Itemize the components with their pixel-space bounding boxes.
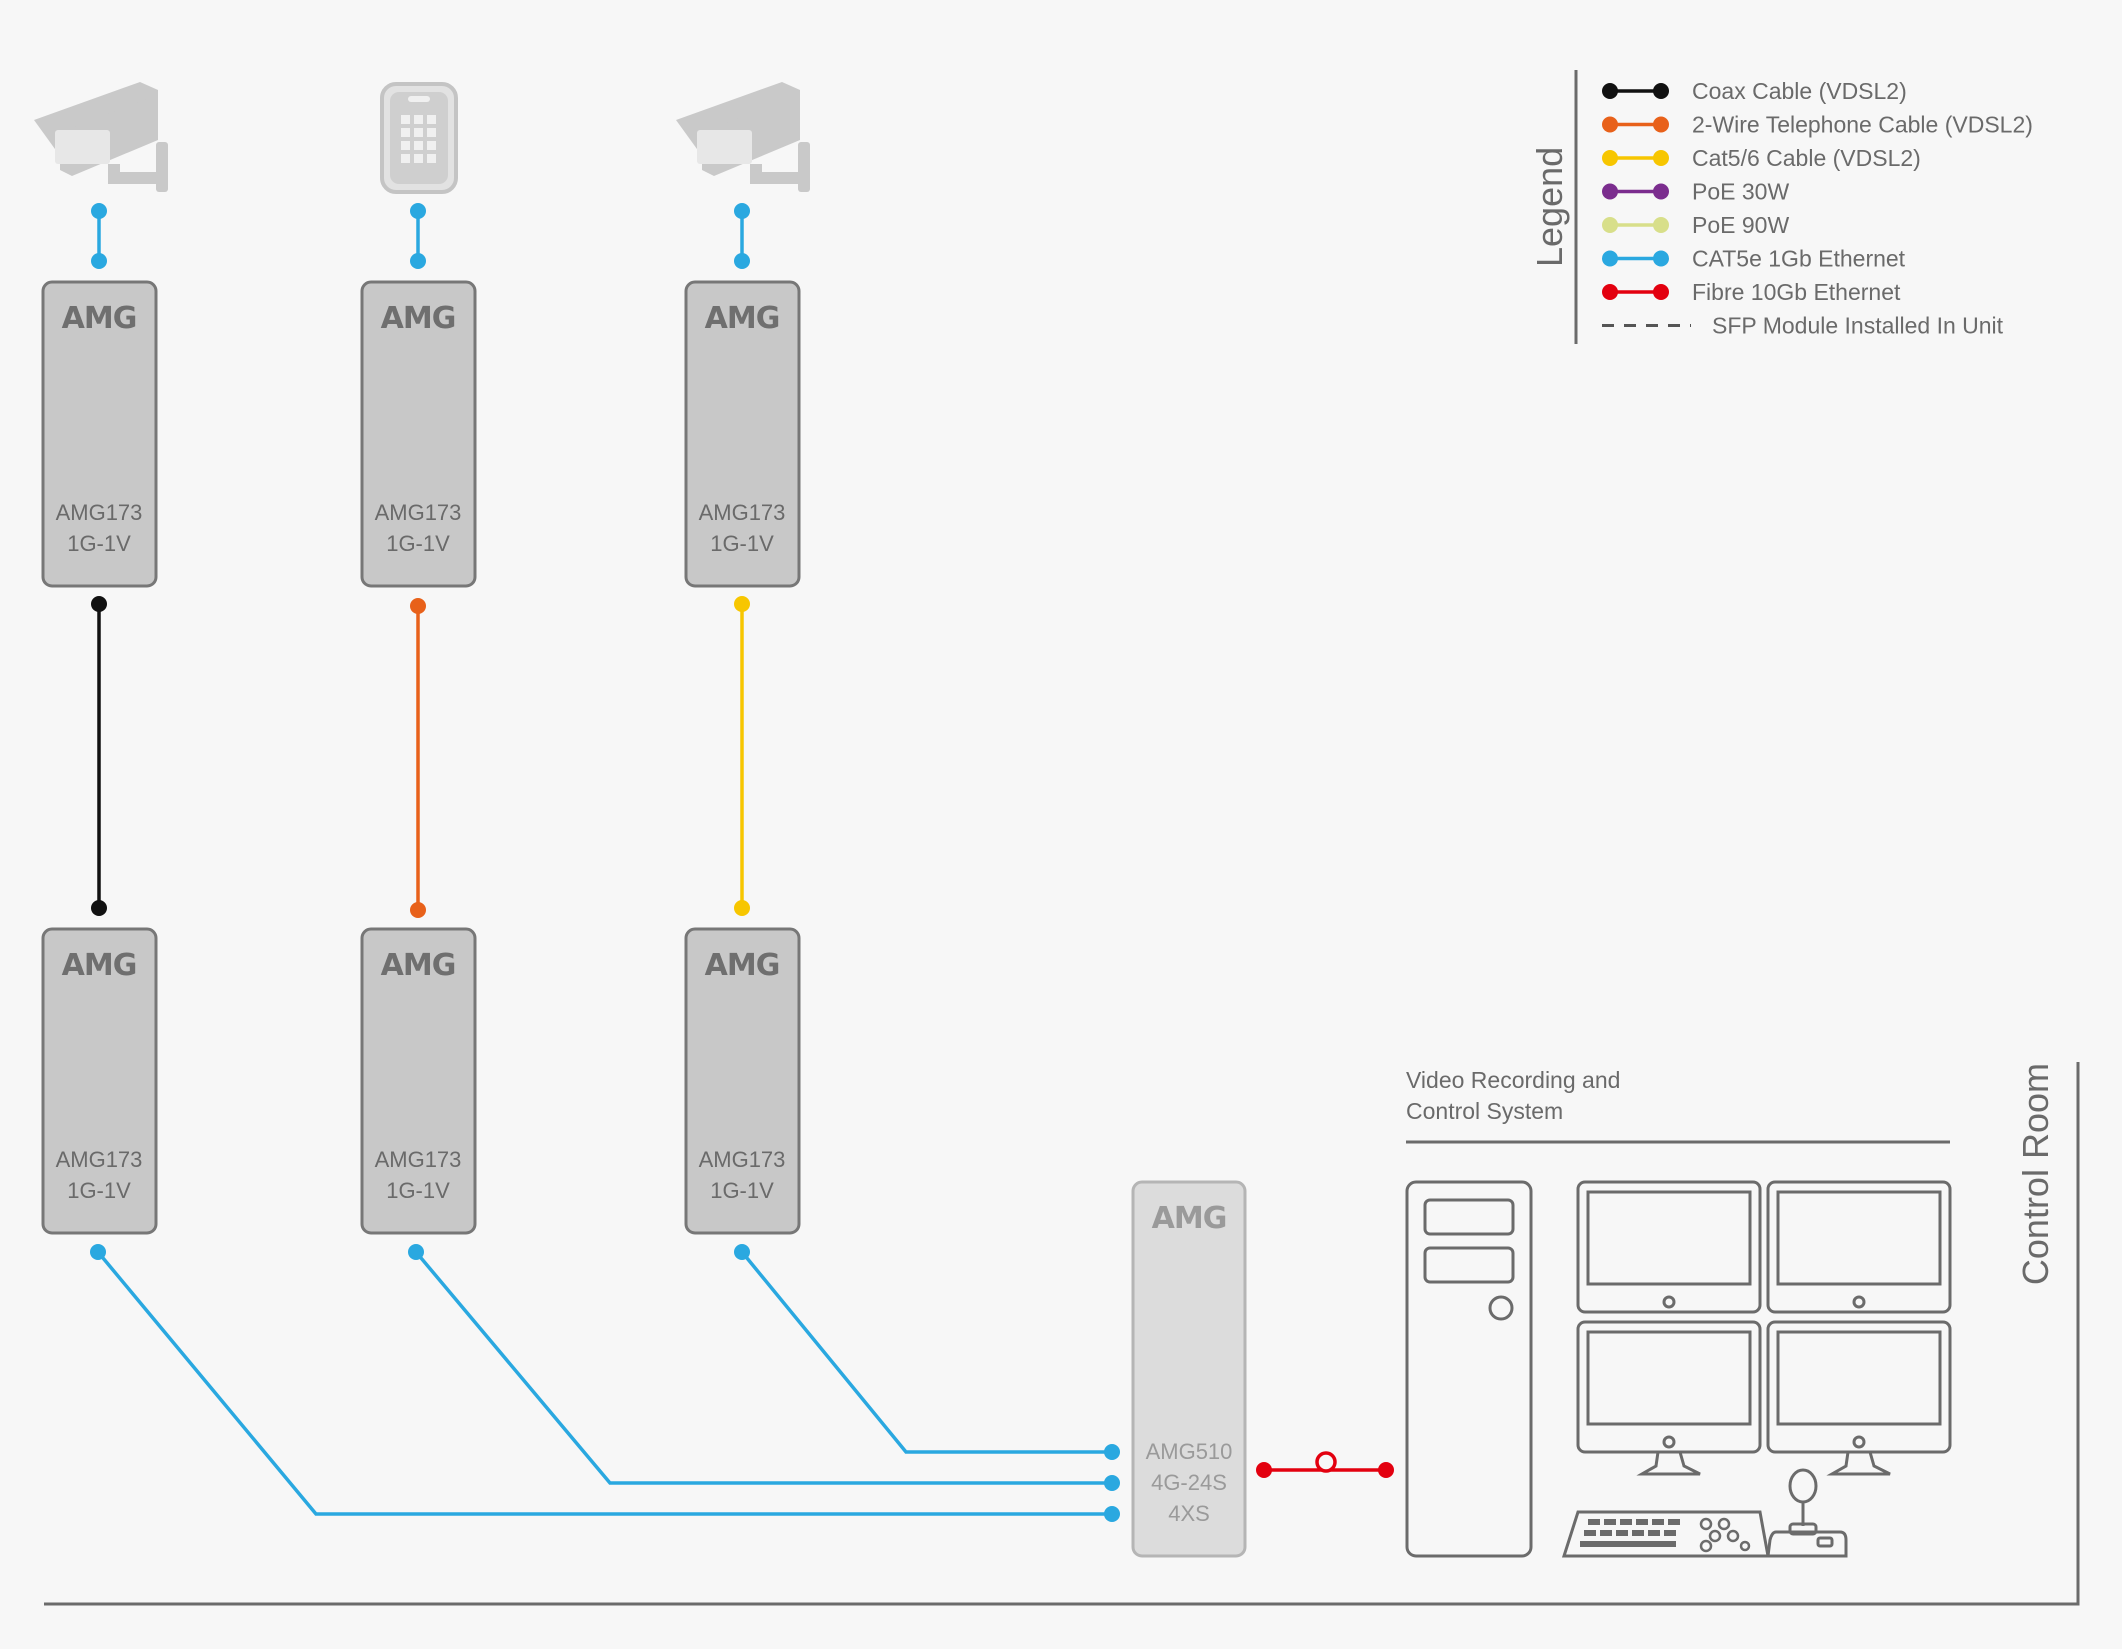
unit-variant: 1G-1V <box>67 531 131 556</box>
legend-title: Legend <box>1529 147 1570 267</box>
legend-swatch-dot <box>1602 250 1618 267</box>
switch-logo: AMG <box>1152 1201 1227 1236</box>
keyboard-icon <box>1561 1510 1770 1558</box>
unit-logo: AMG <box>705 301 780 336</box>
legend-item-label: Coax Cable (VDSL2) <box>1692 78 1907 104</box>
legend-swatch-dot <box>1653 284 1669 300</box>
switch-unit: AMG AMG510 4G-24S 4XS <box>1131 1180 1247 1558</box>
unit-model: AMG173 <box>56 1147 143 1172</box>
legend-swatch-dot <box>1602 217 1618 233</box>
unit-logo: AMG <box>381 948 456 983</box>
legend-item-label: PoE 30W <box>1692 179 1789 205</box>
legend-item: Fibre 10Gb Ethernet <box>1602 279 1901 305</box>
legend-item: CAT5e 1Gb Ethernet <box>1602 246 1906 272</box>
ethernet-link-3 <box>740 1250 1112 1454</box>
legend-item: Cat5/6 Cable (VDSL2) <box>1602 145 1921 171</box>
pc-tower-icon <box>1405 1180 1533 1558</box>
joystick-icon <box>1766 1468 1848 1558</box>
legend-item-label: CAT5e 1Gb Ethernet <box>1692 246 1906 272</box>
unit-model: AMG173 <box>375 1147 462 1172</box>
legend-item-label: SFP Module Installed In Unit <box>1712 313 2004 339</box>
legend-item-label: Fibre 10Gb Ethernet <box>1692 279 1901 305</box>
legend-item: Coax Cable (VDSL2) <box>1602 78 1907 104</box>
switch-variant: 4G-24S <box>1151 1470 1227 1495</box>
column-3: AMG AMG173 1G-1V AMG AMG173 1G-1V <box>676 82 810 1235</box>
legend-swatch-dot <box>1602 284 1618 300</box>
unit-variant: 1G-1V <box>710 531 774 556</box>
extender-top-2: AMG AMG173 1G-1V <box>360 280 477 588</box>
unit-model: AMG173 <box>56 500 143 525</box>
column-1: AMG AMG173 1G-1V AMG AMG173 1G-1V <box>34 82 168 1235</box>
legend-swatch-dot <box>1602 116 1618 133</box>
unit-variant: 1G-1V <box>67 1178 131 1203</box>
ethernet-link-2 <box>414 1250 1112 1485</box>
legend-swatch-dot <box>1602 150 1618 166</box>
extender-top-1: AMG AMG173 1G-1V <box>41 280 158 588</box>
legend-swatch-dot <box>1653 217 1669 233</box>
extender-bottom-1: AMG AMG173 1G-1V <box>41 927 158 1235</box>
unit-logo: AMG <box>705 948 780 983</box>
legend-swatch-dot <box>1602 183 1618 200</box>
legend-swatch-dot <box>1602 83 1618 99</box>
legend-item: PoE 90W <box>1602 212 1789 238</box>
legend-item: 2-Wire Telephone Cable (VDSL2) <box>1602 112 2033 138</box>
system-label-line1: Video Recording and <box>1406 1067 1620 1093</box>
control-room-title: Control Room <box>2015 1063 2056 1285</box>
unit-model: AMG173 <box>375 500 462 525</box>
legend-item: PoE 30W <box>1602 179 1789 205</box>
fibre-loop-icon <box>1315 1451 1337 1473</box>
system-label-line2: Control System <box>1406 1098 1563 1124</box>
ethernet-link-dots <box>90 1244 1120 1522</box>
extender-top-3: AMG AMG173 1G-1V <box>684 280 801 588</box>
unit-model: AMG173 <box>699 500 786 525</box>
legend-swatch-dot <box>1653 116 1669 133</box>
camera-icon <box>676 82 810 192</box>
ethernet-links <box>96 1250 1112 1516</box>
switch-suffix: 4XS <box>1168 1501 1210 1526</box>
fibre-link <box>1256 1451 1394 1478</box>
unit-logo: AMG <box>62 301 137 336</box>
unit-logo: AMG <box>381 301 456 336</box>
legend-item-label: 2-Wire Telephone Cable (VDSL2) <box>1692 112 2033 138</box>
legend-items: Coax Cable (VDSL2) 2-Wire Telephone Cable… <box>1602 78 2033 339</box>
legend-swatch-dot <box>1653 150 1669 166</box>
ethernet-link-1 <box>96 1250 1112 1516</box>
legend-swatch-dot <box>1653 250 1669 267</box>
control-room: Video Recording and Control System <box>44 1062 2080 1606</box>
camera-icon <box>34 82 168 192</box>
unit-logo: AMG <box>62 948 137 983</box>
extender-bottom-3: AMG AMG173 1G-1V <box>684 927 801 1235</box>
monitor-wall-icon <box>1576 1180 1952 1476</box>
legend: Legend Coax Cable (VDSL2) 2-Wire Telephon… <box>1529 70 2033 344</box>
control-room-border <box>44 1062 2080 1606</box>
legend-swatch-dot <box>1653 83 1669 99</box>
unit-variant: 1G-1V <box>386 1178 450 1203</box>
extender-bottom-2: AMG AMG173 1G-1V <box>360 927 477 1235</box>
column-2: AMG AMG173 1G-1V AMG AMG173 1G-1V <box>360 82 477 1235</box>
keypad-icon <box>380 82 458 194</box>
unit-model: AMG173 <box>699 1147 786 1172</box>
switch-model: AMG510 <box>1146 1439 1233 1464</box>
unit-variant: 1G-1V <box>710 1178 774 1203</box>
legend-item-label: Cat5/6 Cable (VDSL2) <box>1692 145 1921 171</box>
unit-variant: 1G-1V <box>386 531 450 556</box>
legend-item: SFP Module Installed In Unit <box>1602 313 2004 339</box>
legend-swatch-dot <box>1653 183 1669 200</box>
legend-item-label: PoE 90W <box>1692 212 1789 238</box>
